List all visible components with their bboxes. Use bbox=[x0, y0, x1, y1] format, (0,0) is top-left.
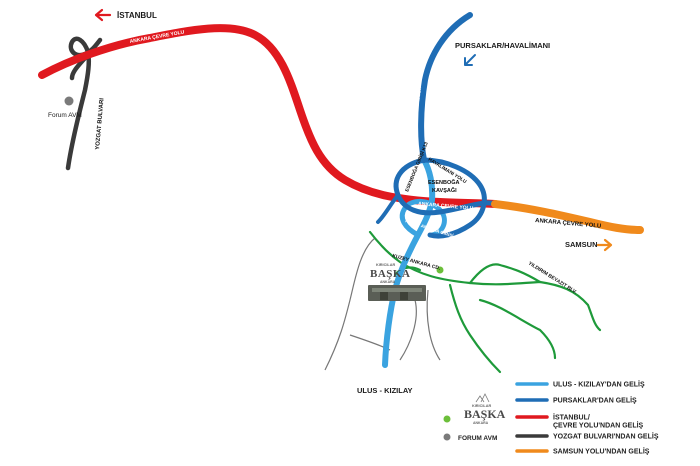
green-street-south bbox=[448, 283, 502, 374]
arrow-down-left-icon bbox=[464, 54, 476, 66]
cevre-yolu-center-label: ANKARA ÇEVRE YOLU bbox=[418, 201, 474, 212]
istanbul-direction: İSTANBUL bbox=[94, 8, 157, 22]
arrow-left-icon bbox=[94, 8, 112, 22]
svg-text:SAMSUN: SAMSUN bbox=[565, 240, 598, 249]
svg-text:ANKARA: ANKARA bbox=[380, 280, 396, 284]
dark-blue-left-ramp bbox=[376, 193, 400, 224]
red-ring-road bbox=[38, 24, 499, 208]
local-road-west bbox=[324, 237, 376, 371]
dark-blue-loop-right bbox=[421, 157, 487, 239]
ulus-direction-label: ULUS - KIZILAY bbox=[357, 386, 413, 395]
light-blue-loop bbox=[399, 199, 447, 238]
project-building-photo bbox=[368, 285, 426, 301]
forum-avm-map-label: Forum AVM bbox=[48, 112, 82, 119]
building-tower-a bbox=[380, 292, 388, 300]
orange-route bbox=[491, 200, 644, 234]
cevre-yolu-east-label: ANKARA ÇEVRE YOLU bbox=[535, 218, 602, 230]
local-road-east bbox=[426, 289, 441, 361]
cevre-yolu-top-label: ANKARA ÇEVRE YOLU bbox=[129, 29, 185, 45]
yozgat-road bbox=[65, 49, 92, 171]
project-map-marker bbox=[436, 266, 444, 274]
building-facade bbox=[372, 288, 422, 292]
project-logo-text: BAŞKA bbox=[370, 268, 410, 280]
samsun-direction: SAMSUN bbox=[565, 238, 613, 252]
building-tower-b bbox=[400, 292, 408, 300]
esenboga-kavsagi-line2: KAVŞAĞI bbox=[432, 186, 457, 194]
green-street-north bbox=[468, 263, 542, 285]
local-roads bbox=[324, 237, 441, 371]
project-site-logo: KIRICILAR BAŞKA ANKARA bbox=[370, 263, 410, 284]
svg-text:KIRICILAR: KIRICILAR bbox=[376, 263, 395, 267]
svg-text:İSTANBUL: İSTANBUL bbox=[117, 11, 157, 20]
ozal-blv-label: ÖZAL BLV. bbox=[413, 87, 422, 111]
green-street-west bbox=[393, 266, 422, 277]
green-street-east bbox=[538, 280, 602, 332]
green-streets bbox=[368, 230, 602, 374]
pursaklar-direction: PURSAKLAR/HAVALİMANI bbox=[455, 41, 550, 66]
forum-avm-map-marker bbox=[64, 96, 74, 106]
yozgat-loop-upper bbox=[68, 36, 103, 58]
yozgat-bulvari-label: YOZGAT BULVARI bbox=[95, 98, 106, 151]
green-street-south-b bbox=[478, 298, 557, 360]
svg-text:PURSAKLAR/HAVALİMANI: PURSAKLAR/HAVALİMANI bbox=[455, 41, 550, 50]
local-road-link bbox=[399, 299, 417, 361]
dark-blue-loop-upper bbox=[393, 157, 498, 216]
green-street-main bbox=[368, 230, 542, 286]
esenboga-kavsagi-line1: ESENBOĞA bbox=[428, 178, 460, 186]
dark-blue-route bbox=[418, 12, 473, 163]
arrow-right-icon bbox=[596, 238, 613, 252]
